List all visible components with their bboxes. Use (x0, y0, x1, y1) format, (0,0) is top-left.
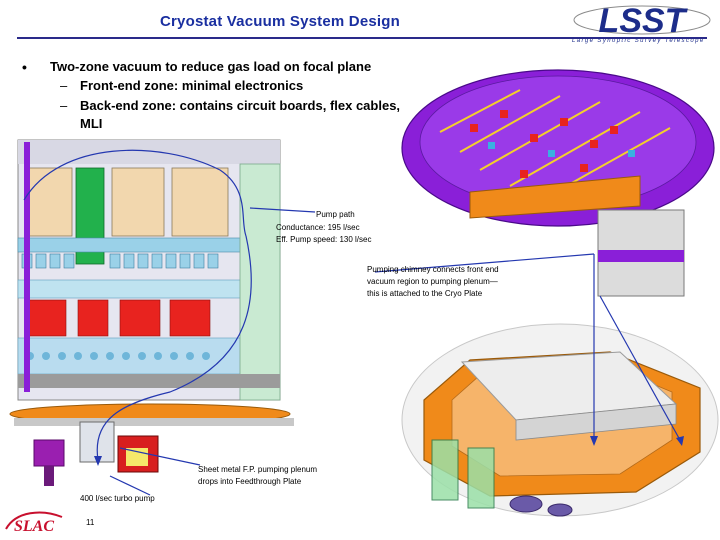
cryo-plate-view (401, 69, 715, 297)
sub-bullet-marker: – (60, 98, 68, 113)
bullet-marker: • (22, 59, 27, 75)
lsst-subtitle: Large Synoptic Survey Telescope (572, 38, 705, 44)
pump-effective-speed: Eff. Pump speed: 130 l/sec (276, 235, 372, 244)
plenum-note-line1: Sheet metal F.P. pumping plenum (198, 465, 318, 474)
pump-path-arrows (23, 149, 681, 496)
title-divider (17, 37, 707, 39)
pump-path-title: Pump path (316, 210, 355, 219)
main-bullet: Two-zone vacuum to reduce gas load on fo… (50, 59, 372, 74)
arrow-heads (94, 436, 684, 466)
feedthrough-plate-view (401, 323, 719, 517)
plenum-note-line2: drops into Feedthrough Plate (198, 477, 302, 486)
turbo-pump-label: 400 l/sec turbo pump (80, 494, 155, 503)
sub-bullet-front-end: Front-end zone: minimal electronics (80, 78, 304, 93)
sub-bullet-marker: – (60, 78, 68, 93)
cross-section-view (17, 139, 281, 401)
chimney-note-line1: Pumping chimney connects front end (367, 265, 499, 274)
sub-bullet-back-end: Back-end zone: contains circuit boards, … (80, 98, 401, 131)
chimney-note-line3: this is attached to the Cryo Plate (367, 289, 483, 298)
slac-logo: SLAC (5, 511, 63, 535)
slide-title: Cryostat Vacuum System Design (159, 13, 401, 30)
pump-conductance: Conductance: 195 l/sec (276, 223, 360, 232)
page-number: 11 (86, 518, 95, 527)
chimney-note-line2: vacuum region to pumping plenum— (367, 277, 498, 286)
pump-plenum-section (9, 403, 294, 486)
lsst-logo-text: LSST (599, 2, 689, 40)
slac-logo-text: SLAC (14, 518, 54, 535)
lsst-logo: LSST (573, 2, 711, 40)
